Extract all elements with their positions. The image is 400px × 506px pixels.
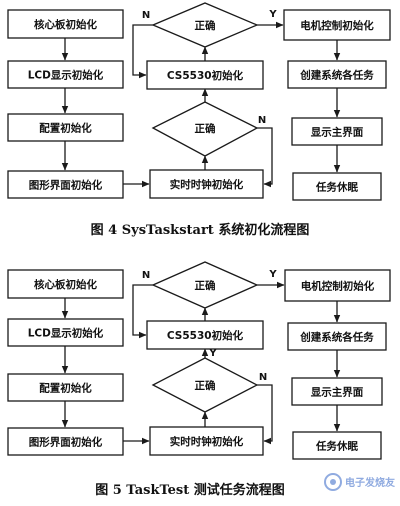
- edge-check-bottom-no: [257, 127, 273, 188]
- node-task-sleep: 任务休眠: [292, 172, 382, 201]
- edge-label-n-bottom: N: [258, 115, 266, 126]
- node-rtc-init-label: 实时时钟初始化: [170, 435, 244, 448]
- node-show-main-label: 显示主界面: [311, 386, 364, 399]
- edge-label-y-top: Y: [268, 269, 277, 280]
- node-show-main-label: 显示主界面: [311, 126, 364, 139]
- node-check-bottom: 正确: [151, 357, 259, 413]
- node-show-main: 显示主界面: [291, 117, 383, 146]
- node-show-main: 显示主界面: [291, 377, 383, 406]
- figure-5-edges: [61, 281, 341, 445]
- node-check-top: 正确: [151, 261, 259, 309]
- edge-label-y-bottom: Y: [208, 348, 217, 359]
- edge-label-n-top: N: [142, 10, 150, 21]
- node-gui-init: 图形界面初始化: [7, 427, 124, 456]
- node-check-top: 正确: [151, 2, 259, 48]
- node-core-init: 核心板初始化: [7, 269, 124, 299]
- edge-check-top-no: [132, 24, 153, 79]
- node-config-init-label: 配置初始化: [39, 382, 92, 395]
- node-core-init-label: 核心板初始化: [34, 278, 97, 291]
- watermark-logo: 电子发烧友: [324, 473, 395, 491]
- edge-check-bottom-no: [257, 384, 273, 445]
- node-motor-init: 电机控制初始化: [283, 9, 391, 41]
- node-config-init: 配置初始化: [7, 113, 124, 142]
- edge-label-n-bottom: N: [259, 372, 267, 383]
- node-check-bottom-label: 正确: [195, 122, 216, 135]
- node-cs5530-init: CS5530初始化: [146, 320, 264, 350]
- node-check-bottom: 正确: [151, 101, 259, 157]
- node-gui-init-label: 图形界面初始化: [29, 436, 103, 449]
- node-task-sleep-label: 任务休眠: [315, 440, 358, 453]
- edge-label-y-top: Y: [268, 9, 277, 20]
- node-create-tasks: 创建系统各任务: [287, 60, 387, 89]
- node-create-tasks: 创建系统各任务: [287, 322, 387, 351]
- node-lcd-init: LCD显示初始化: [7, 60, 124, 89]
- node-gui-init: 图形界面初始化: [7, 170, 124, 199]
- edge-label-n-top: N: [142, 270, 150, 281]
- node-cs5530-init-label: CS5530初始化: [167, 329, 244, 342]
- node-lcd-init-label: LCD显示初始化: [28, 69, 104, 82]
- figure-4-caption: 图 4 SysTaskstart 系统初化流程图: [91, 222, 310, 238]
- figure-4: 核心板初始化 LCD显示初始化 配置初始化 图形界面初始化 正确 CS5530初…: [7, 2, 391, 238]
- node-motor-init: 电机控制初始化: [284, 269, 391, 302]
- watermark-text: 电子发烧友: [345, 476, 395, 489]
- node-motor-init-label: 电机控制初始化: [301, 280, 375, 293]
- node-rtc-init: 实时时钟初始化: [149, 169, 264, 199]
- node-check-top-label: 正确: [195, 279, 216, 292]
- node-rtc-init: 实时时钟初始化: [149, 426, 264, 456]
- node-task-sleep: 任务休眠: [292, 431, 382, 460]
- node-task-sleep-label: 任务休眠: [315, 181, 358, 194]
- node-core-init-label: 核心板初始化: [34, 18, 97, 31]
- node-cs5530-init-label: CS5530初始化: [167, 69, 244, 82]
- node-check-bottom-label: 正确: [195, 379, 216, 392]
- figure-5: 核心板初始化 LCD显示初始化 配置初始化 图形界面初始化 正确 CS5530初…: [7, 261, 391, 498]
- figure-4-edges: [61, 21, 341, 188]
- node-lcd-init: LCD显示初始化: [7, 318, 124, 347]
- node-lcd-init-label: LCD显示初始化: [28, 327, 104, 340]
- node-config-init: 配置初始化: [7, 373, 124, 402]
- node-motor-init-label: 电机控制初始化: [300, 19, 374, 32]
- edge-check-top-no: [132, 284, 153, 339]
- node-core-init: 核心板初始化: [7, 9, 124, 39]
- node-config-init-label: 配置初始化: [39, 122, 92, 135]
- node-rtc-init-label: 实时时钟初始化: [170, 178, 244, 191]
- node-cs5530-init: CS5530初始化: [146, 60, 264, 90]
- figure-5-caption: 图 5 TaskTest 测试任务流程图: [95, 482, 285, 498]
- node-create-tasks-label: 创建系统各任务: [299, 331, 374, 344]
- node-check-top-label: 正确: [195, 19, 216, 32]
- node-create-tasks-label: 创建系统各任务: [299, 69, 374, 82]
- node-gui-init-label: 图形界面初始化: [29, 179, 103, 192]
